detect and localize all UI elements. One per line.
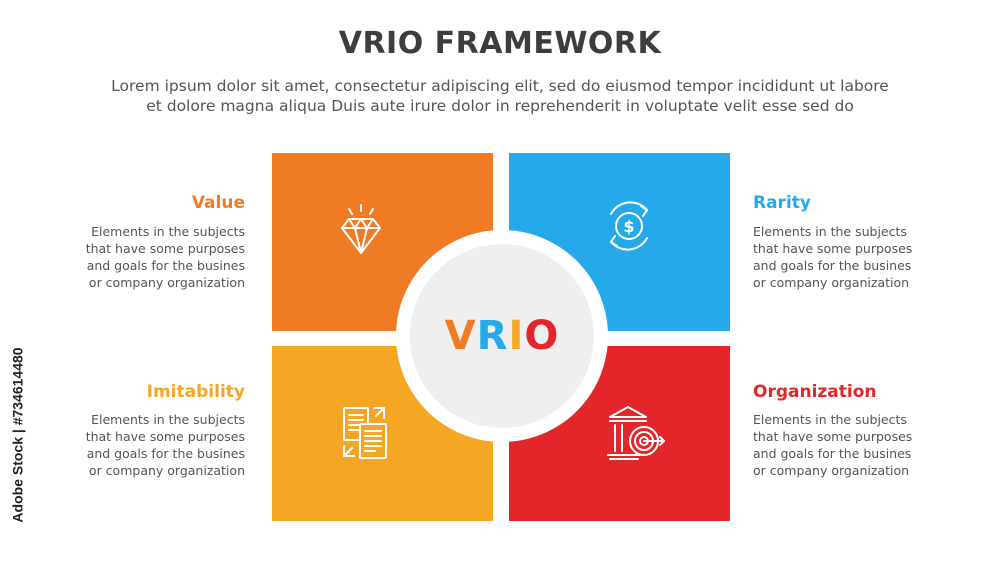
letter-o: O	[524, 313, 560, 359]
organization-desc-line: or company organization	[753, 463, 910, 478]
imitability-title: Imitability	[146, 382, 245, 402]
center-hub: VRIO	[396, 230, 608, 442]
rarity-desc-line: Elements in the subjects	[753, 224, 907, 239]
stock-watermark: Adobe Stock | #734614480	[6, 320, 30, 550]
subtitle: Lorem ipsum dolor sit amet, consectetur …	[40, 76, 960, 116]
rarity-description: Elements in the subjects that have some …	[753, 223, 923, 291]
organization-description: Elements in the subjects that have some …	[753, 411, 923, 479]
letter-v: V	[444, 313, 477, 359]
value-desc-line: Elements in the subjects	[91, 224, 245, 239]
letter-i: I	[508, 313, 525, 359]
watermark-text: Adobe Stock | #734614480	[10, 347, 26, 523]
imitability-desc-line: that have some purposes	[85, 429, 245, 444]
vrio-center-text: VRIO	[445, 313, 560, 359]
imitability-desc-line: Elements in the subjects	[91, 412, 245, 427]
organization-title: Organization	[753, 382, 877, 402]
svg-text:$: $	[623, 217, 634, 236]
rarity-title: Rarity	[753, 193, 811, 213]
organization-desc-line: and goals for the busines	[753, 446, 912, 461]
copy-documents-icon	[343, 407, 387, 459]
rarity-desc-line: or company organization	[753, 275, 910, 290]
rarity-desc-line: and goals for the busines	[753, 258, 912, 273]
organization-desc-line: that have some purposes	[753, 429, 913, 444]
page-title: VRIO FRAMEWORK	[338, 26, 662, 61]
value-title: Value	[191, 193, 245, 213]
value-desc-line: and goals for the busines	[86, 258, 245, 273]
rarity-desc-line: that have some purposes	[753, 241, 913, 256]
organization-desc-line: Elements in the subjects	[753, 412, 907, 427]
value-desc-line: that have some purposes	[85, 241, 245, 256]
bank-target-icon	[607, 406, 665, 460]
imitability-desc-line: and goals for the busines	[86, 446, 245, 461]
diamond-icon	[341, 204, 381, 254]
imitability-description: Elements in the subjects that have some …	[75, 411, 245, 479]
value-desc-line: or company organization	[88, 275, 245, 290]
value-description: Elements in the subjects that have some …	[75, 223, 245, 291]
center-circle: VRIO	[410, 244, 594, 428]
dollar-cycle-icon: $	[609, 201, 649, 251]
subtitle-line-1: Lorem ipsum dolor sit amet, consectetur …	[111, 77, 889, 95]
letter-r: R	[476, 313, 509, 359]
subtitle-line-2: et dolore magna aliqua Duis aute irure d…	[146, 97, 854, 115]
imitability-desc-line: or company organization	[88, 463, 245, 478]
